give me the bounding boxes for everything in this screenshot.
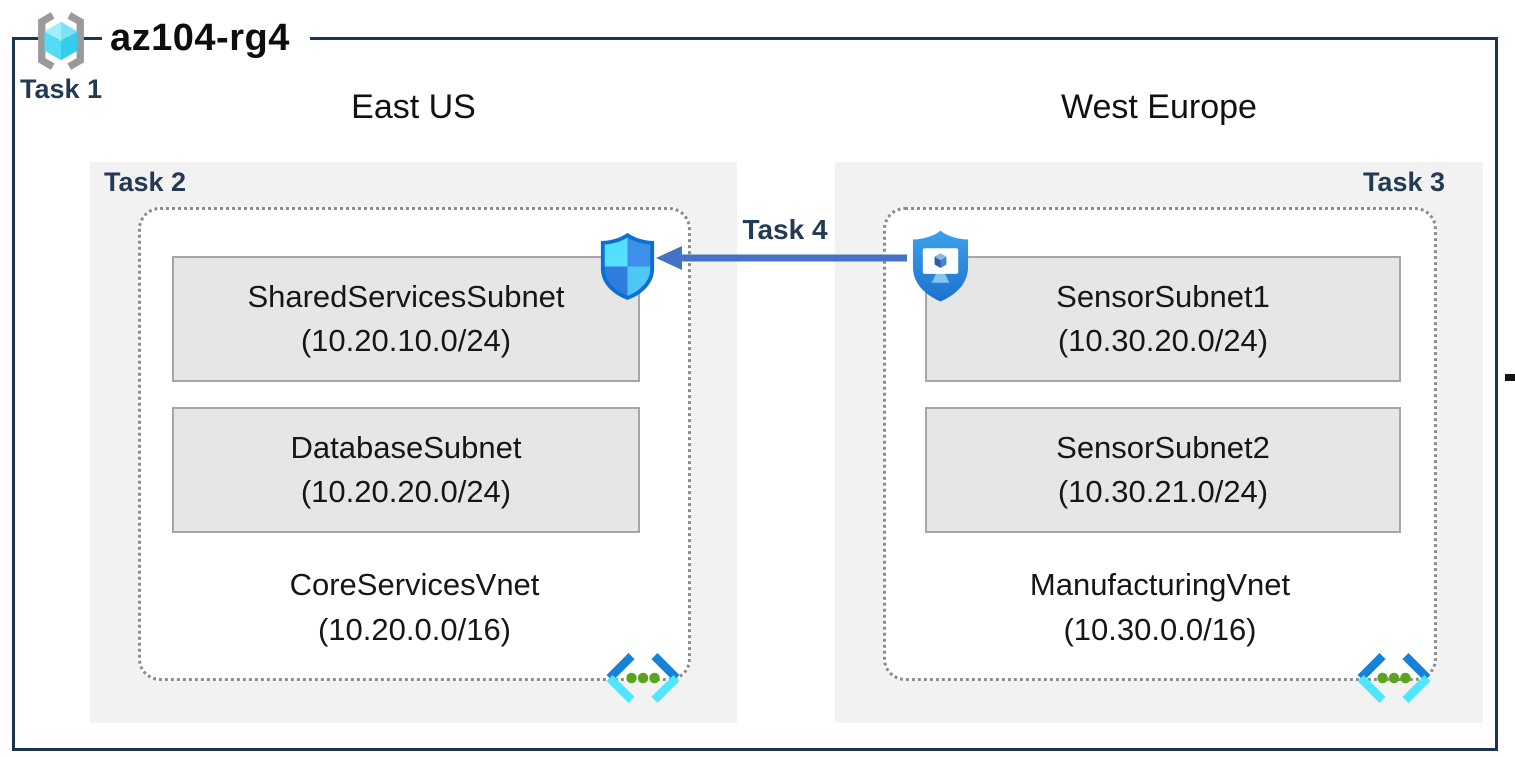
subnet-cidr: (10.30.20.0/24) xyxy=(1057,323,1269,358)
subnet-box-sharedservicessubnet: SharedServicesSubnet (10.20.10.0/24) xyxy=(172,256,640,382)
edge-tick-mark xyxy=(1505,374,1515,381)
subnet-cidr: (10.20.20.0/24) xyxy=(300,474,512,509)
subnet-box-sensorsubnet1: SensorSubnet1 (10.30.20.0/24) xyxy=(925,256,1401,382)
vnet-caption-manufacturingvnet: ManufacturingVnet (10.30.0.0/16) xyxy=(883,563,1437,653)
task-3-label: Task 3 xyxy=(1362,167,1445,197)
resource-group-title: az104-rg4 xyxy=(102,12,310,64)
virtual-network-icon xyxy=(606,653,680,703)
subnet-name: DatabaseSubnet xyxy=(290,429,522,465)
vnet-name: ManufacturingVnet xyxy=(1029,567,1291,602)
resource-group-icon xyxy=(38,12,84,70)
peering-arrow xyxy=(656,246,907,270)
virtual-network-icon xyxy=(1357,653,1431,703)
subnet-name: SensorSubnet2 xyxy=(1056,429,1270,465)
task-4-label: Task 4 xyxy=(742,214,828,245)
task-2-label: Task 2 xyxy=(104,167,187,197)
vnet-caption-coreservicesvnet: CoreServicesVnet (10.20.0.0/16) xyxy=(138,563,691,653)
region-label-west-europe: West Europe xyxy=(1061,88,1257,126)
subnet-box-databasesubnet: DatabaseSubnet (10.20.20.0/24) xyxy=(172,407,640,533)
subnet-cidr: (10.30.21.0/24) xyxy=(1057,474,1269,509)
region-label-east-us: East US xyxy=(351,88,476,126)
network-security-group-icon xyxy=(600,232,655,300)
subnet-box-sensorsubnet2: SensorSubnet2 (10.30.21.0/24) xyxy=(925,407,1401,533)
vnet-cidr: (10.20.0.0/16) xyxy=(317,611,512,647)
subnet-name: SharedServicesSubnet xyxy=(247,278,565,314)
task-1-label: Task 1 xyxy=(20,74,103,104)
vnet-cidr: (10.30.0.0/16) xyxy=(1063,611,1257,647)
resource-group-boundary xyxy=(12,37,1498,751)
subnet-cidr: (10.20.10.0/24) xyxy=(300,323,512,358)
subnet-name: SensorSubnet1 xyxy=(1056,278,1270,314)
bastion-shield-icon xyxy=(912,230,969,302)
vnet-name: CoreServicesVnet xyxy=(289,567,540,602)
